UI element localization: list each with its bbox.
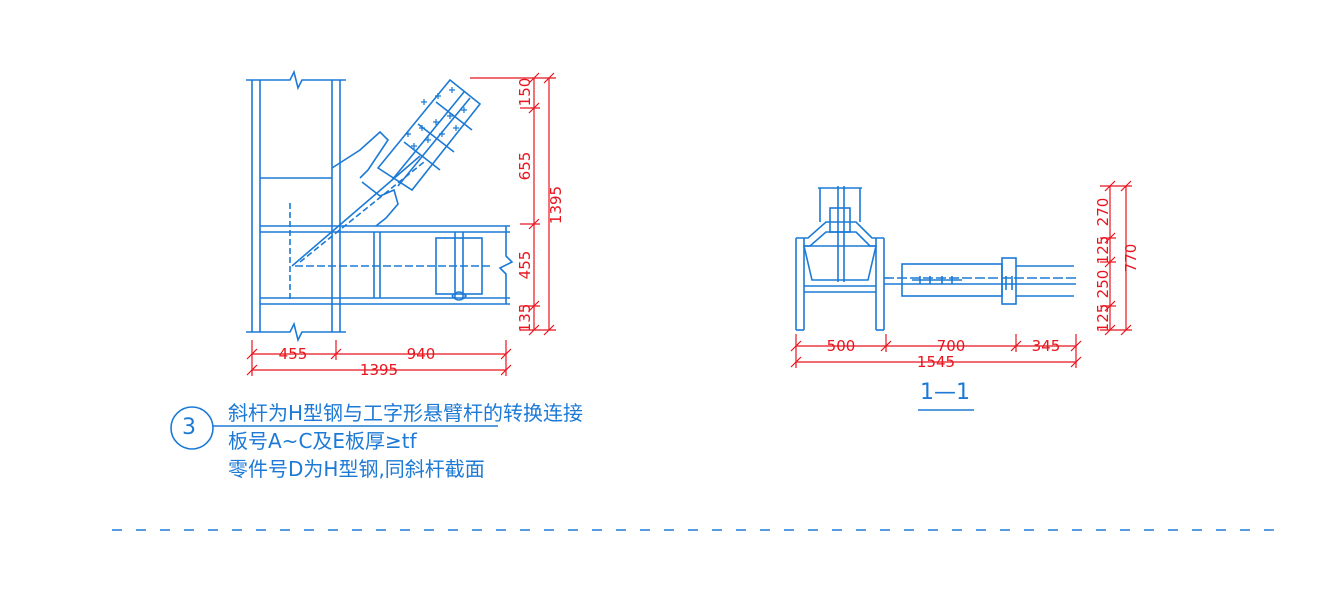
elev-dim-150: 150 [516,78,534,107]
cantilever-beam [289,203,514,305]
sec-dim-700: 700 [937,337,966,355]
sec-dim-345: 345 [1032,337,1061,355]
elevation-detail [246,69,514,343]
section-detail [795,186,1076,331]
sec-dim-125-top: 125 [1094,236,1112,265]
brace-connection [291,78,482,267]
detail-number-circle [170,406,214,450]
elevation-dimension-lines [246,72,556,376]
sec-dim-total-right: 770 [1122,244,1140,273]
bolt-group [405,87,467,149]
elevation-dimension-labels: 150 655 455 135 1395 455 940 1395 [279,78,565,379]
note-line-3: 零件号D为H型钢,同斜杆截面 [228,457,485,481]
section-label: 1—1 [920,380,970,405]
elev-dim-655: 655 [516,152,534,181]
sec-dim-270: 270 [1094,198,1112,227]
note-line-2: 板号A~C及E板厚≥tf [228,429,417,453]
section-dimension-lines [790,180,1132,368]
sec-dim-500: 500 [827,337,856,355]
elev-dim-455-bottom: 455 [279,345,308,363]
note-line-1: 斜杆为H型钢与工字形悬臂杆的转换连接 [228,401,584,425]
detail-number: 3 [182,415,196,440]
sec-dim-total-bottom: 1545 [917,353,955,371]
elev-dim-940-bottom: 940 [407,345,436,363]
elev-dim-total-right: 1395 [547,186,565,224]
elev-dim-455: 455 [516,251,534,280]
section-dimension-labels: 270 125 250 125 770 500 700 345 1545 [827,198,1140,371]
sec-dim-250: 250 [1094,270,1112,299]
column [246,69,346,343]
elev-dim-total-bottom: 1395 [360,361,398,379]
sec-dim-125-bottom: 125 [1094,304,1112,333]
elev-dim-135: 135 [516,304,534,333]
